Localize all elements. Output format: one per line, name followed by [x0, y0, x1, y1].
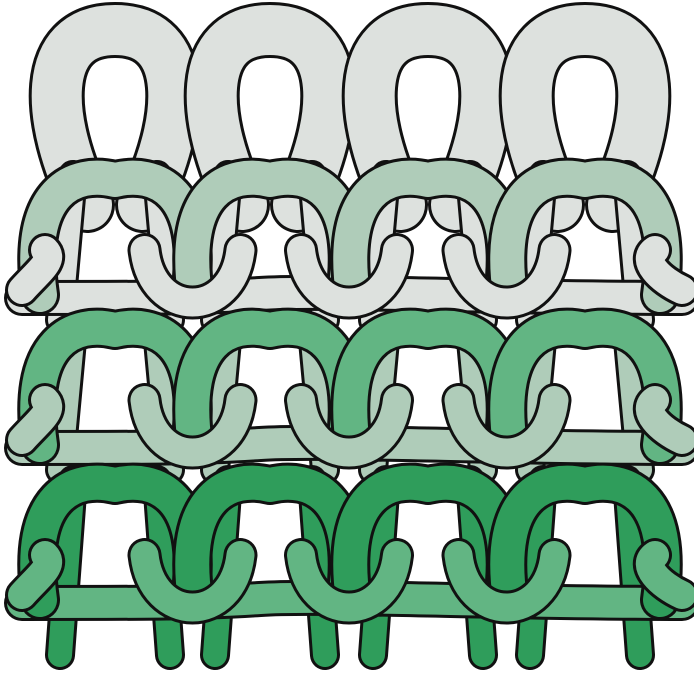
knit-diagram: [0, 0, 694, 684]
knit-stitch-illustration: [0, 0, 694, 684]
